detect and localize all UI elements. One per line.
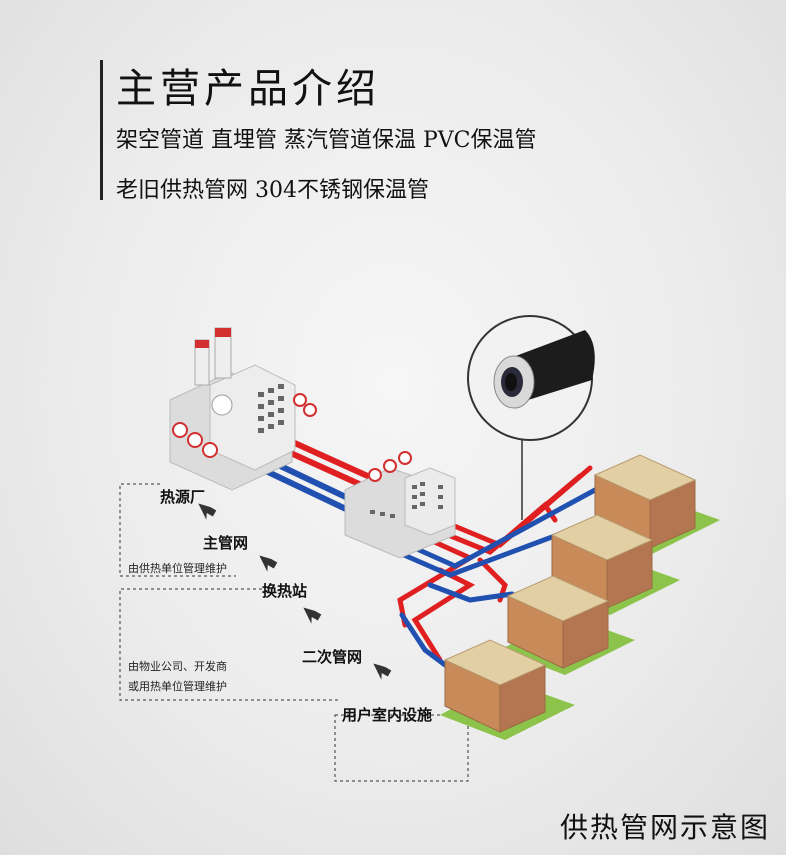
diagram-caption: 供热管网示意图 bbox=[559, 811, 770, 844]
page-title: 主营产品介绍 bbox=[116, 66, 380, 112]
products-line-2: 老旧供热管网 304不锈钢保温管 bbox=[116, 178, 429, 203]
primary-pipes bbox=[265, 437, 375, 513]
flow-step-secondary-network: 二次管网 bbox=[302, 648, 363, 666]
heat-exchange-station-icon bbox=[344, 451, 456, 559]
note-primary: 由供热单位管理维护 bbox=[128, 562, 227, 575]
secondary-pipes bbox=[397, 465, 598, 668]
flow-step-heat-plant: 热源厂 bbox=[160, 488, 206, 506]
arrow-right-icon bbox=[198, 503, 392, 680]
flow-step-indoor-facilities: 用户室内设施 bbox=[342, 706, 433, 724]
flow-step-exchange-station: 换热站 bbox=[262, 582, 308, 600]
heat-plant-icon bbox=[169, 327, 317, 491]
title-accent-bar bbox=[100, 60, 103, 200]
flow-bracket-lines bbox=[119, 483, 469, 782]
flow-step-main-network: 主管网 bbox=[203, 534, 249, 552]
note-secondary-line-2: 或用热单位管理维护 bbox=[128, 680, 227, 693]
products-line-1: 架空管道 直埋管 蒸汽管道保温 PVC保温管 bbox=[116, 128, 537, 153]
pipe-cross-section-icon bbox=[467, 315, 595, 441]
note-secondary-line-1: 由物业公司、开发商 bbox=[128, 660, 227, 673]
residential-building-icon bbox=[440, 454, 720, 740]
